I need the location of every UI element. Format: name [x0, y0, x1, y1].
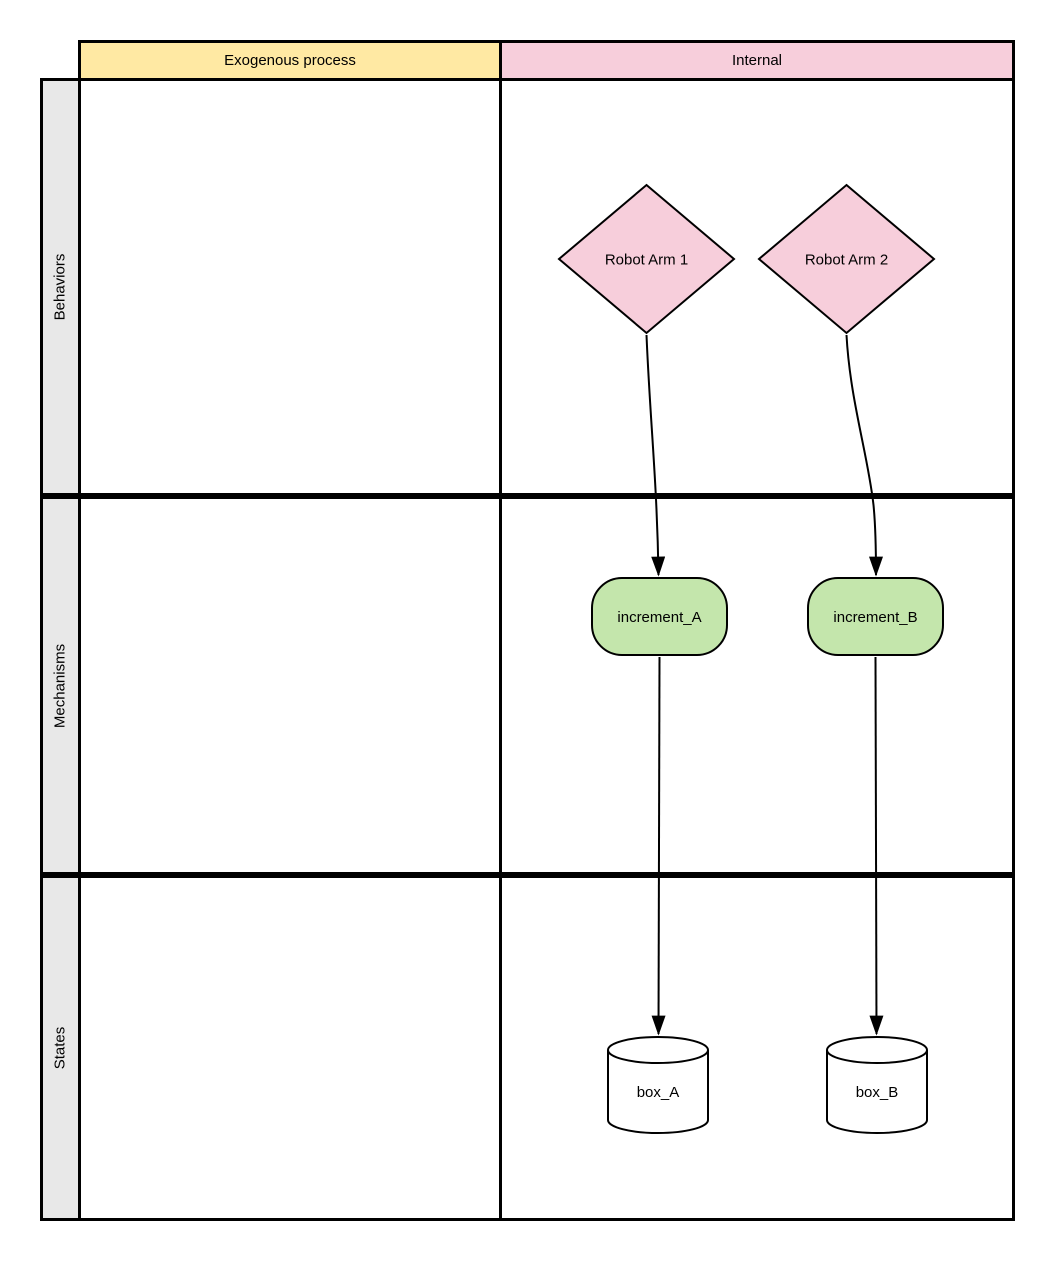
- column-header-exogenous-process: Exogenous process: [78, 40, 502, 81]
- box-a-cylinder-top[interactable]: [607, 1036, 709, 1064]
- robot-arm-1-diamond[interactable]: [557, 183, 736, 335]
- box-a-label: box_A: [637, 1084, 680, 1101]
- increment-b-label: increment_B: [833, 609, 917, 626]
- increment-b-rounded-rect[interactable]: [807, 577, 944, 656]
- lane-label-cell-mechanisms: Mechanisms: [43, 499, 81, 872]
- box-b-cylinder-top[interactable]: [826, 1036, 928, 1064]
- column-divider-line: [499, 78, 502, 1221]
- robot-arm-1-label: Robot Arm 1: [605, 252, 688, 269]
- column-header-exogenous-label: Exogenous process: [224, 52, 356, 69]
- box-b-cylinder-body[interactable]: [826, 1050, 928, 1134]
- node-increment-a[interactable]: increment_A: [591, 577, 728, 656]
- node-robot-arm-1[interactable]: Robot Arm 1: [557, 183, 736, 335]
- lane-label-cell-behaviors: Behaviors: [43, 81, 81, 493]
- lane-row-mechanisms: Mechanisms: [40, 496, 1015, 875]
- node-robot-arm-2[interactable]: Robot Arm 2: [757, 183, 936, 335]
- node-box-b[interactable]: box_B: [826, 1036, 928, 1134]
- lane-label-mechanisms: Mechanisms: [51, 643, 69, 728]
- lane-label-states: States: [51, 1026, 69, 1070]
- column-header-internal: Internal: [499, 40, 1015, 81]
- box-b-label: box_B: [856, 1084, 899, 1101]
- increment-a-label: increment_A: [617, 609, 701, 626]
- column-header-internal-label: Internal: [731, 52, 783, 69]
- node-increment-b[interactable]: increment_B: [807, 577, 944, 656]
- increment-a-rounded-rect[interactable]: [591, 577, 728, 656]
- robot-arm-2-label: Robot Arm 2: [805, 252, 888, 269]
- box-a-cylinder-body[interactable]: [607, 1050, 709, 1134]
- lane-label-cell-states: States: [43, 878, 81, 1218]
- lane-label-behaviors: Behaviors: [51, 253, 69, 321]
- robot-arm-2-diamond[interactable]: [757, 183, 936, 335]
- node-box-a[interactable]: box_A: [607, 1036, 709, 1134]
